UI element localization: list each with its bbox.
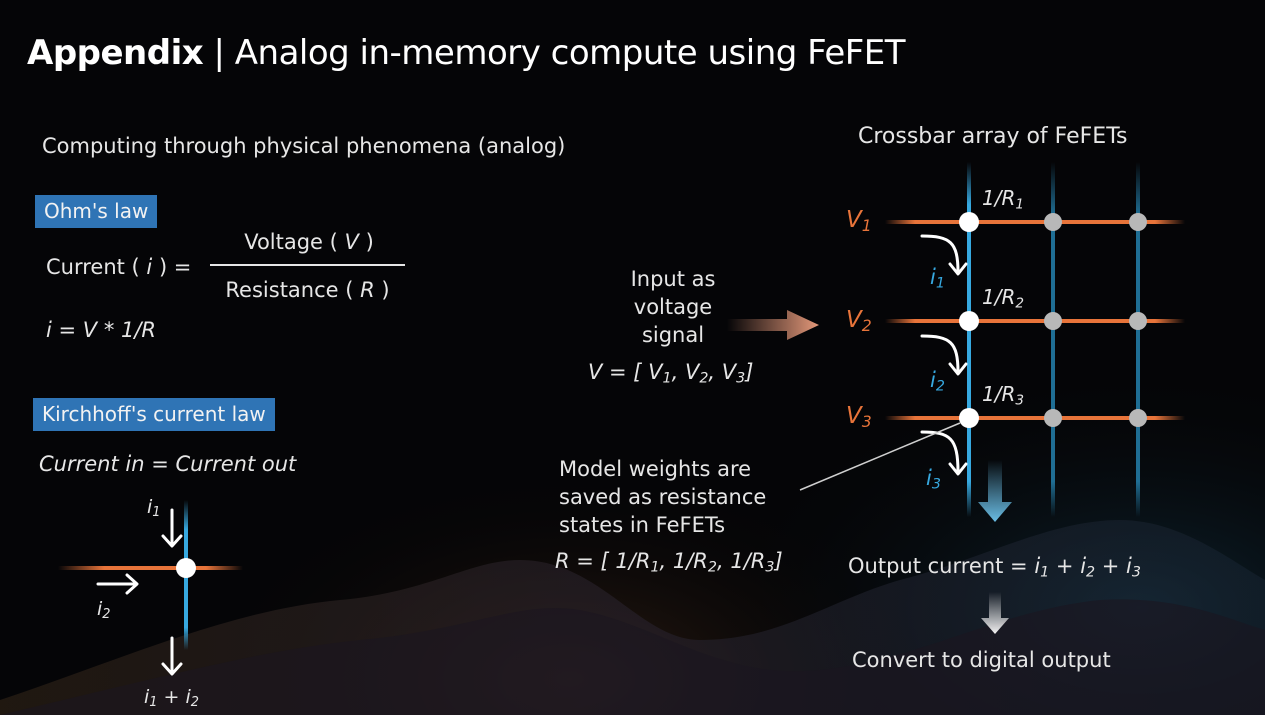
current-arrow-icon [920, 234, 968, 276]
convert-arrow-icon [981, 592, 1009, 634]
output-current-text: Output current = i1 + i2 + i3 [848, 554, 1141, 581]
arrow-down-icon [161, 636, 183, 676]
page-title: Appendix | Analog in-memory compute usin… [27, 33, 906, 73]
crossbar-row-3 [885, 416, 1185, 420]
fraction-bar [210, 264, 405, 266]
kirchhoff-node [176, 558, 196, 578]
arrow-down-icon [161, 508, 183, 548]
ohms-current-label: Current ( i ) = [46, 255, 192, 279]
weights-caption: Model weights are saved as resistance st… [559, 457, 767, 537]
weights-vector: R = [ 1/R1, 1/R2, 1/R3] [555, 549, 783, 576]
output-arrow-icon [978, 460, 1012, 522]
crossbar-node [1044, 213, 1062, 231]
ohms-equation: i = V * 1/R [46, 318, 157, 342]
crossbar-node [959, 311, 979, 331]
crossbar-node [1129, 312, 1147, 330]
voltage-label-2: V2 [846, 307, 872, 335]
kirchhoff-diagram [58, 500, 243, 676]
conductance-label-3: 1/R3 [982, 382, 1025, 409]
current-label-2: i2 [930, 368, 945, 395]
input-caption: Input as voltage signal [630, 267, 716, 347]
crossbar-node [1044, 312, 1062, 330]
kirchhoff-badge: Kirchhoff's current law [33, 398, 275, 431]
conductance-label-2: 1/R2 [982, 285, 1025, 312]
ohms-denominator: Resistance ( R ) [225, 278, 390, 302]
input-arrow-icon [727, 310, 819, 340]
kirchhoff-i1-label: i1 [147, 496, 161, 521]
kirchhoff-i2-label: i2 [97, 598, 111, 623]
crossbar-node [1129, 213, 1147, 231]
crossbar-heading: Crossbar array of FeFETs [858, 124, 1128, 149]
crossbar-node [959, 408, 979, 428]
input-vector: V = [ V1, V2, V3] [588, 360, 754, 387]
arrow-right-icon [96, 573, 139, 595]
current-arrow-icon [920, 334, 968, 376]
current-label-1: i1 [930, 265, 945, 292]
crossbar-column-2 [1051, 162, 1055, 517]
crossbar-array [799, 162, 1185, 522]
crossbar-node [1044, 409, 1062, 427]
weights-pointer-line [799, 422, 961, 491]
title-separator: | [203, 33, 235, 73]
crossbar-node [1129, 409, 1147, 427]
kirchhoff-sum-label: i1 + i2 [144, 686, 199, 711]
kirchhoff-statement: Current in = Current out [39, 452, 297, 476]
crossbar-column-3 [1136, 162, 1140, 517]
voltage-label-1: V1 [846, 207, 872, 235]
crossbar-row-2 [885, 319, 1185, 323]
kirchhoff-horizontal-line [58, 566, 243, 570]
current-arrow-icon [920, 430, 968, 476]
current-label-3: i3 [926, 466, 941, 493]
title-rest: Analog in-memory compute using FeFET [234, 33, 906, 73]
ohms-law-badge: Ohm's law [35, 195, 158, 228]
convert-text: Convert to digital output [852, 648, 1111, 672]
crossbar-row-1 [885, 220, 1185, 224]
ohms-numerator: Voltage ( V ) [244, 230, 374, 254]
crossbar-node [959, 212, 979, 232]
crossbar-column-1 [967, 162, 971, 517]
title-bold: Appendix [27, 33, 204, 73]
intro-text: Computing through physical phenomena (an… [42, 134, 566, 158]
conductance-label-1: 1/R1 [982, 186, 1025, 213]
voltage-label-3: V3 [846, 403, 872, 431]
